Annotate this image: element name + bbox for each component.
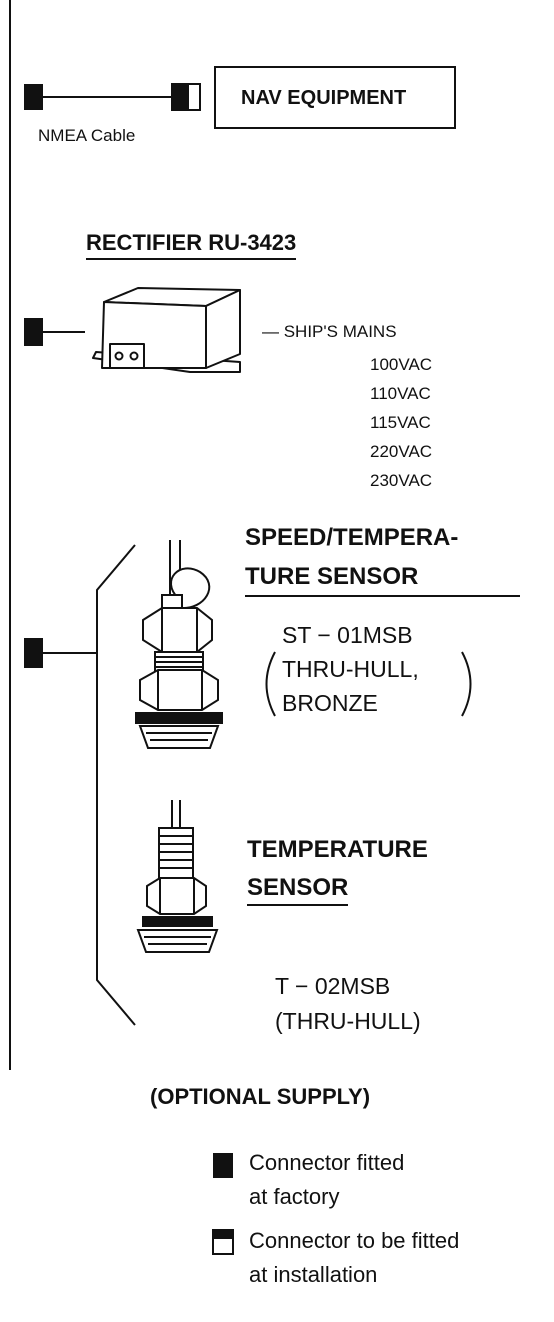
voltage-110: 110VAC [370,384,431,403]
nav-equipment-box [214,66,456,129]
rectifier-title: RECTIFIER RU-3423 [86,232,297,260]
speed-sensor-desc-line2: BRONZE [282,690,378,716]
temp-sensor-title-line1: TEMPERATURE [247,836,428,863]
temp-sensor-title-line2: SENSOR [247,876,349,906]
voltage-100: 100VAC [370,355,433,374]
temp-sensor-model: T − 02MSB [275,973,391,999]
install-connector-nmea [171,83,201,111]
temperature-sensor-drawing [136,800,219,953]
nav-equipment-label: NAV EQUIPMENT [241,87,407,109]
voltage-230: 230VAC [370,471,433,490]
factory-connector-rectifier [24,318,43,346]
temp-sensor-desc: (THRU-HULL) [275,1008,421,1034]
legend-install-line2: at installation [249,1262,378,1287]
legend-factory-line1: Connector fitted [249,1150,405,1175]
factory-connector-nmea [24,84,43,110]
nmea-cable-label: NMEA Cable [38,126,136,145]
sensor-group-bracket [96,544,136,1026]
paren-right [461,651,472,717]
speed-temp-sensor-drawing [135,540,223,749]
speed-sensor-desc-line1: THRU-HULL, [282,656,419,682]
speed-sensor-title-line1: SPEED/TEMPERA- [245,524,459,551]
legend-factory-swatch [213,1153,233,1178]
rectifier-unit-drawing [92,287,241,373]
ships-mains-label: — SHIP'S MAINS [262,322,397,341]
speed-sensor-title-line2: TURE SENSOR [245,565,520,597]
paren-left [265,651,276,717]
voltage-220: 220VAC [370,442,433,461]
optional-supply-label: (OPTIONAL SUPPLY) [150,1084,371,1109]
legend-factory-line2: at factory [249,1184,340,1209]
speed-sensor-model: ST − 01MSB [282,622,413,648]
legend-install-line1: Connector to be fitted [249,1228,460,1253]
legend-install-swatch [212,1229,234,1255]
factory-connector-sensor [24,638,43,668]
voltage-115: 115VAC [370,413,431,432]
